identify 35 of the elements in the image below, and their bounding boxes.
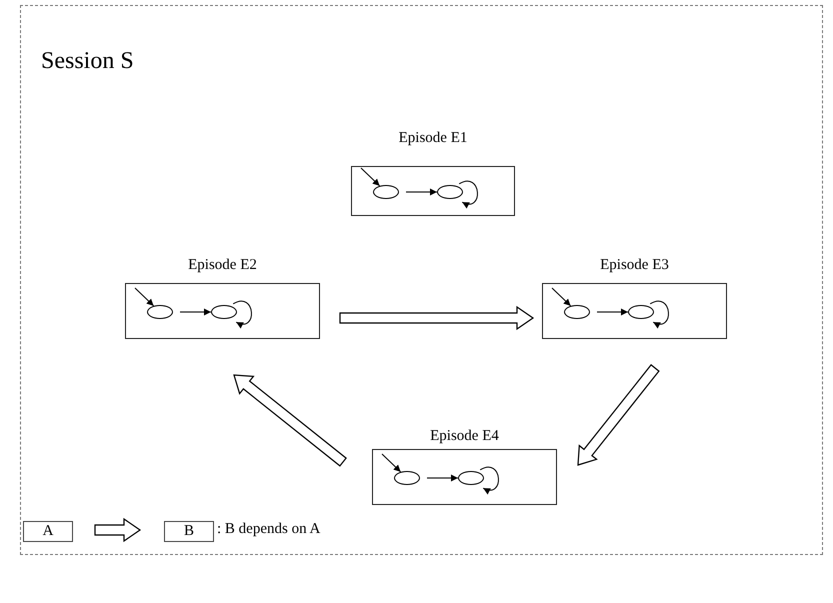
state-ellipse	[211, 305, 237, 319]
legend-box-label: A	[42, 523, 54, 540]
legend-note: : B depends on A	[217, 521, 320, 538]
self-loop-arrow	[480, 466, 499, 494]
episode-heading: Episode E3	[599, 257, 670, 274]
arrow	[382, 454, 402, 472]
state-ellipse	[458, 471, 484, 485]
hollow-arrow	[577, 364, 660, 466]
legend-box	[164, 521, 214, 542]
state-ellipse	[437, 185, 463, 199]
hollow-arrow	[233, 374, 347, 467]
session-frame	[20, 5, 823, 555]
arrow	[360, 168, 380, 186]
state-ellipse	[373, 185, 399, 199]
state-ellipse	[564, 305, 590, 319]
episode-heading: Episode E4	[429, 428, 500, 445]
legend-box	[23, 521, 73, 542]
arrow	[406, 188, 438, 196]
arrow	[180, 308, 212, 316]
arrow	[426, 474, 458, 482]
self-loop-arrow	[458, 180, 478, 208]
arrow	[134, 288, 154, 306]
arrow	[552, 288, 572, 306]
state-ellipse	[147, 305, 173, 319]
hollow-arrow	[94, 518, 142, 542]
episode-heading: Episode E2	[187, 257, 258, 274]
hollow-arrow	[339, 306, 534, 330]
arrow	[596, 308, 628, 316]
self-loop-arrow	[232, 300, 252, 328]
session-title: Session S	[41, 48, 134, 75]
state-ellipse	[628, 305, 654, 319]
episode-heading: Episode E1	[398, 130, 468, 147]
legend-box-label: B	[182, 523, 195, 540]
self-loop-arrow	[650, 300, 669, 328]
state-ellipse	[394, 471, 420, 485]
